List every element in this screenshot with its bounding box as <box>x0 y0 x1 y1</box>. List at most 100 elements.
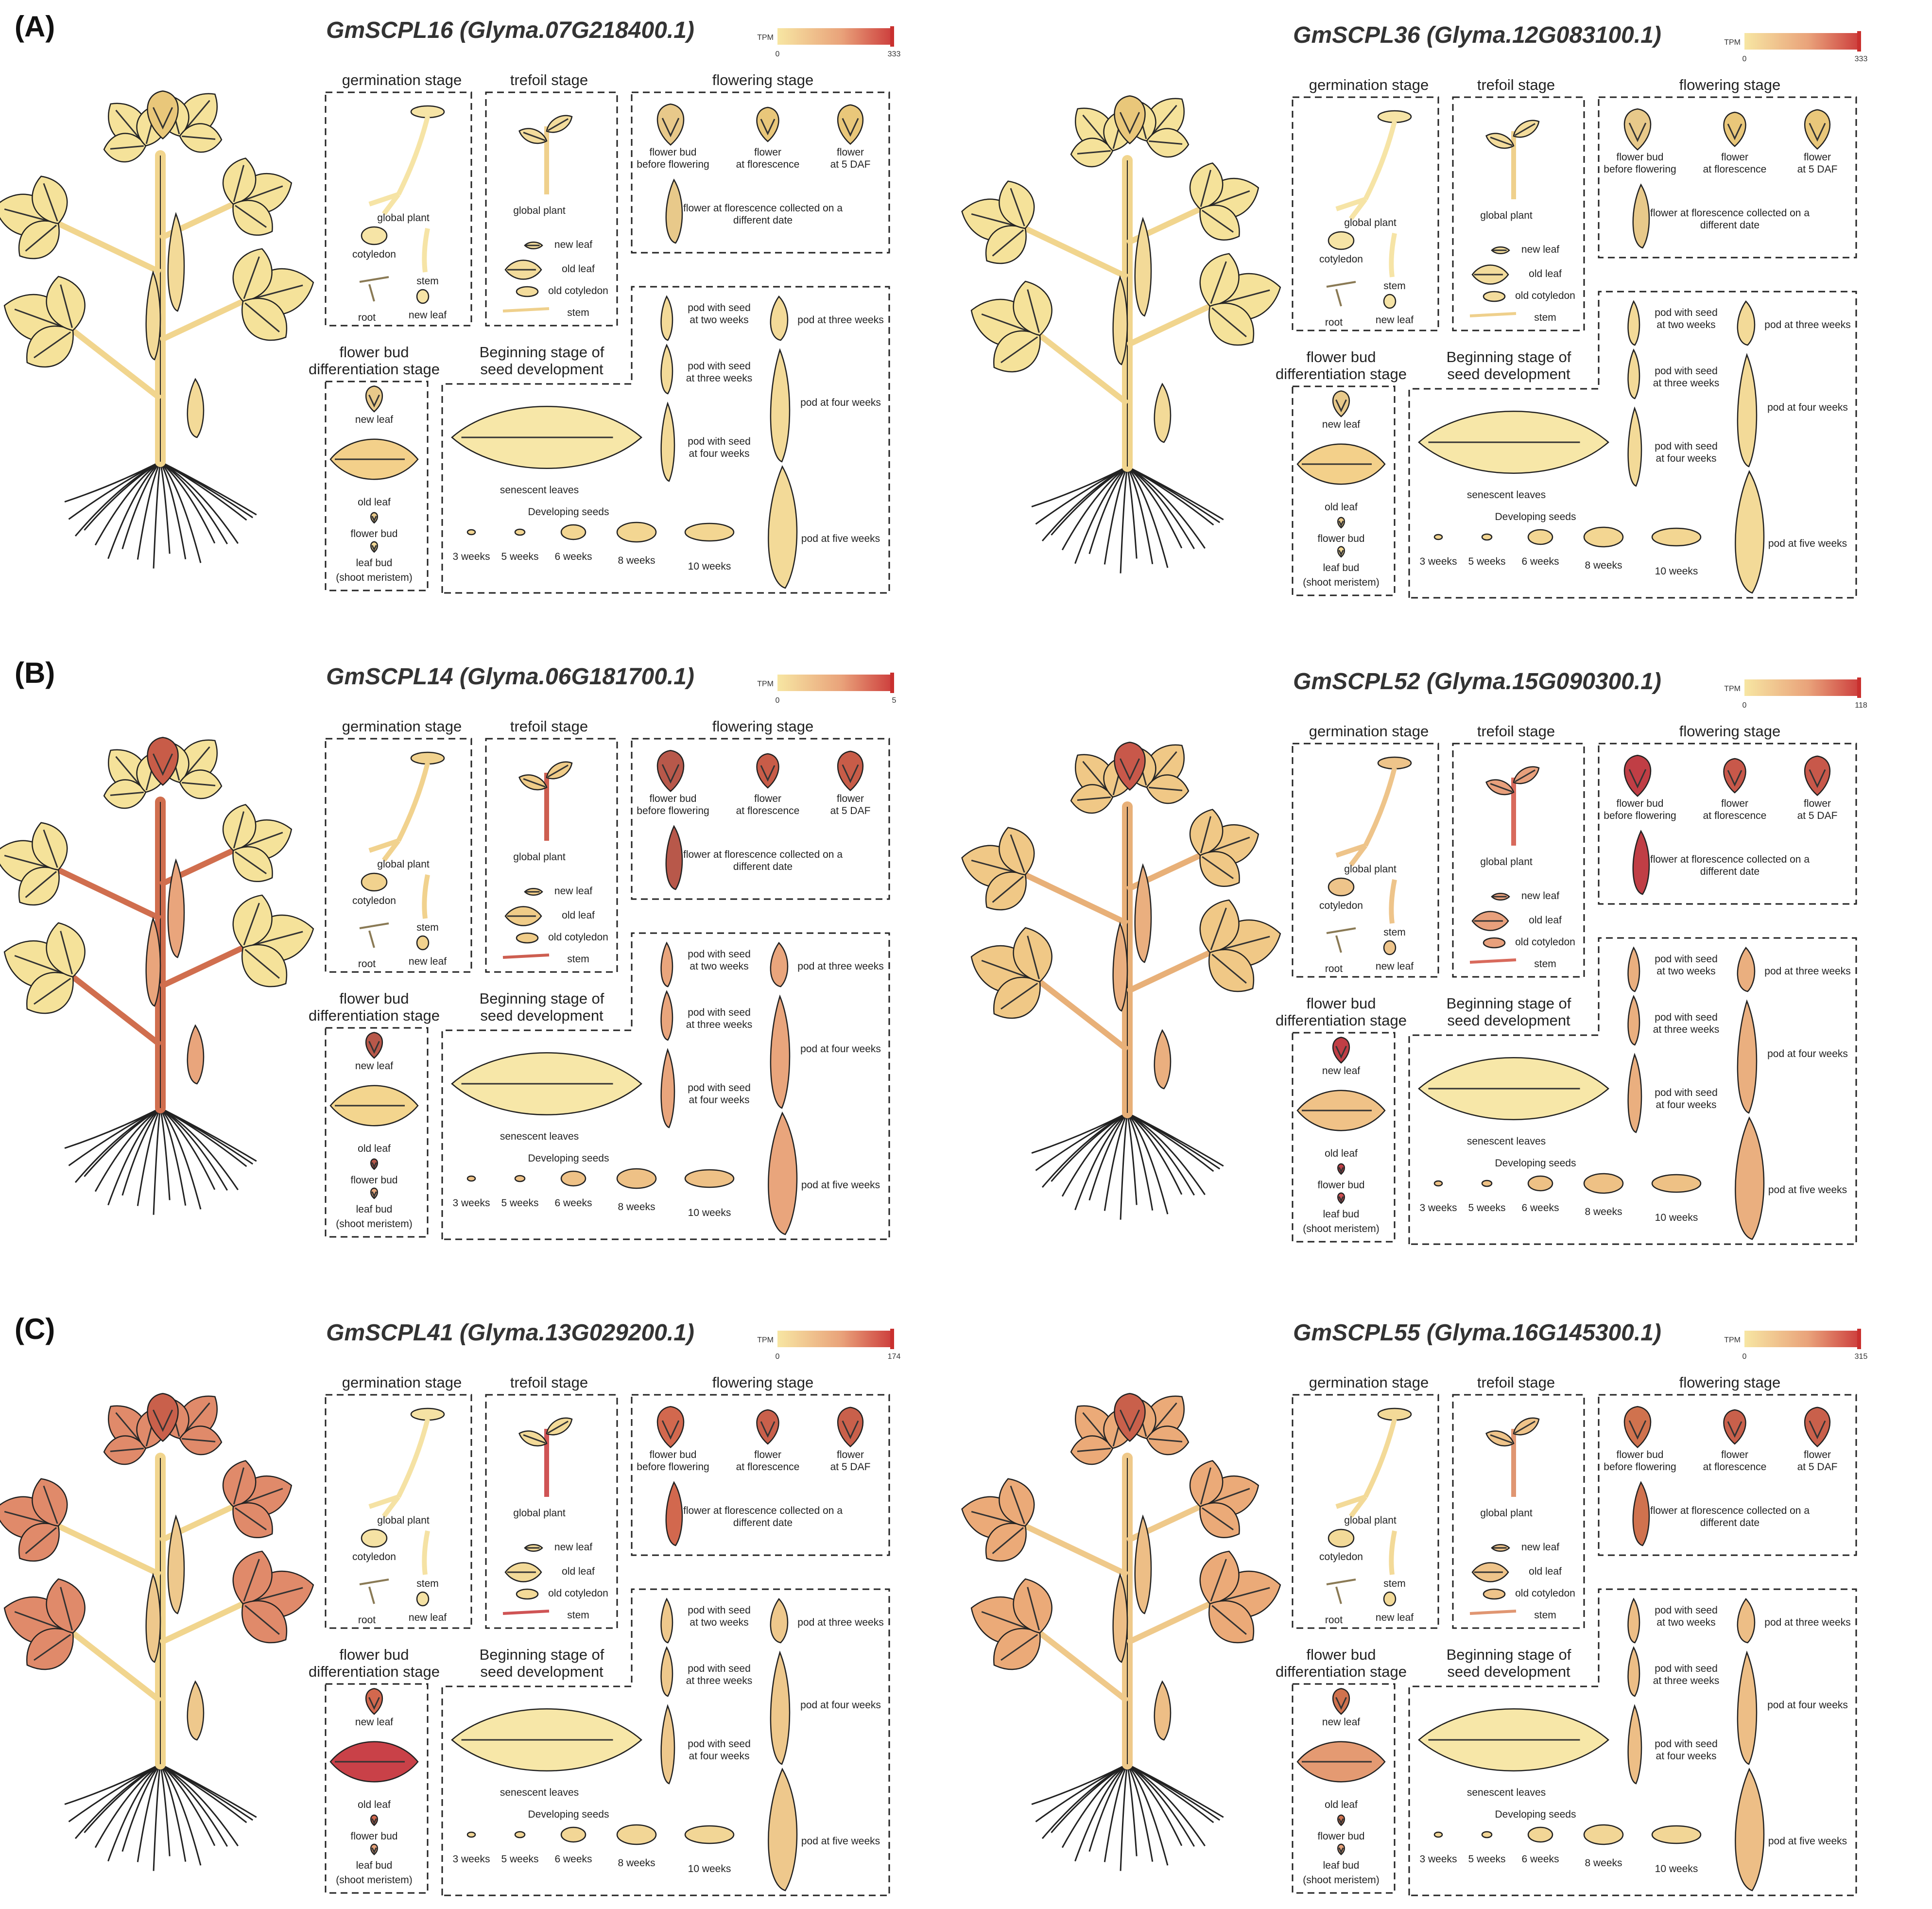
root-strand <box>1031 1112 1128 1154</box>
label-fbd-old-leaf: old leaf <box>358 497 391 508</box>
leaf-left-low-leaflet-left <box>26 325 74 368</box>
label-pod2-1: pod with seed <box>1655 1605 1718 1616</box>
pod-seed-three-weeks <box>1627 1646 1640 1697</box>
flower-different-date-icon <box>1632 830 1650 895</box>
seed-8-weeks <box>1583 1824 1624 1845</box>
gene-name: GmSCPL36 <box>1293 22 1427 48</box>
leaf-left-high-leaflet-right <box>999 1478 1035 1527</box>
label-new-leaf: new leaf <box>1376 314 1414 326</box>
gene-transcript: (Glyma.06G181700.1) <box>460 664 694 690</box>
label-tref-old-cotyledon: old cotyledon <box>1515 290 1575 301</box>
pod-seed-three-weeks <box>1627 995 1640 1046</box>
label-flower-1: flower <box>754 1449 781 1460</box>
leaf-left-low-leaflet-left <box>993 330 1041 373</box>
label-flower-bud-2: before flowering <box>637 1461 709 1473</box>
label-flower5-1: flower <box>837 793 864 804</box>
flower-bud-diff-title-2: differentiation stage <box>1276 365 1407 382</box>
label-seed-8-weeks: 8 weeks <box>618 1857 655 1869</box>
label-pod-three-weeks: pod at three weeks <box>1764 319 1850 330</box>
label-developing-seeds: Developing seeds <box>528 1809 609 1820</box>
seed-dev-title-2: seed development <box>480 361 604 378</box>
gene-title: GmSCPL41 (Glyma.13G029200.1) <box>326 1320 694 1346</box>
pod-seed-three-weeks <box>1627 348 1640 399</box>
germ-new-leaf <box>1383 1591 1397 1607</box>
tref-old-leaf <box>1471 264 1509 285</box>
flower-florescence-icon <box>756 1409 779 1445</box>
seed-10-weeks <box>1651 1825 1702 1844</box>
root-strand <box>159 461 216 544</box>
root-strand <box>1120 1764 1128 1871</box>
tpm-max-tick <box>890 26 894 47</box>
germ-root <box>359 276 389 302</box>
pod-five-weeks <box>768 1768 798 1892</box>
petiole-left-high <box>57 867 162 921</box>
trefoil-title: trefoil stage <box>510 71 588 88</box>
root-strand <box>84 1107 161 1177</box>
gene-title: GmSCPL55 (Glyma.16G145300.1) <box>1293 1320 1661 1346</box>
root-strand <box>1051 466 1128 536</box>
root-strand <box>159 461 187 559</box>
root-strand <box>159 1764 171 1857</box>
label-tref-new-leaf: new leaf <box>1521 1542 1559 1553</box>
label-pod3-2: at three weeks <box>1653 1675 1720 1686</box>
label-tref-old-cotyledon: old cotyledon <box>548 285 608 296</box>
label-seed-5-weeks: 5 weeks <box>501 551 538 562</box>
leaf-left-low-leaflet-left <box>993 976 1041 1019</box>
label-new-leaf: new leaf <box>409 310 447 321</box>
gene-transcript: (Glyma.07G218400.1) <box>460 17 694 43</box>
plant-pod-2 <box>1112 275 1128 365</box>
label-leaf-bud-1: leaf bud <box>1323 562 1360 573</box>
root-strand <box>94 461 161 546</box>
leaf-right-low-leaflet-right <box>242 1600 287 1644</box>
plant-pod-2 <box>145 917 161 1007</box>
root-strand <box>159 461 171 554</box>
seed-10-weeks <box>684 1825 735 1844</box>
plant-pod-1 <box>167 858 185 958</box>
fbd-bud-icon <box>365 1688 383 1715</box>
leaf-left-high-leaflet-right <box>32 175 68 225</box>
germ-stem <box>422 874 430 919</box>
label-leaf-bud-2: (shoot meristem) <box>336 1218 413 1230</box>
label-pod4-1: pod with seed <box>688 436 751 447</box>
label-developing-seeds: Developing seeds <box>1495 1158 1576 1169</box>
label-fbd-flower-bud: flower bud <box>1318 533 1365 544</box>
label-flower-diff-2: different date <box>733 861 793 872</box>
pod-seed-four-weeks <box>1627 1704 1642 1785</box>
label-tref-old-leaf: old leaf <box>1529 915 1562 926</box>
plant-pod-3 <box>187 1680 205 1741</box>
seed-3-weeks <box>466 1175 476 1182</box>
label-senescent: senescent leaves <box>1467 489 1546 501</box>
fbd-flower-bud <box>1337 1163 1345 1175</box>
root-strand <box>1126 466 1169 568</box>
germ-stem <box>1389 1530 1397 1575</box>
pod-seed-two-weeks <box>660 941 673 988</box>
leaf-top-right-leaflet-right <box>1146 128 1190 158</box>
petiole-left-low <box>1038 979 1129 1052</box>
seed-dev-title-2: seed development <box>1447 365 1570 382</box>
germ-root <box>359 922 389 948</box>
label-flower-bud-1: flower bud <box>1617 152 1664 163</box>
germ-new-leaf <box>1383 294 1397 309</box>
label-seed-3-weeks: 3 weeks <box>452 551 490 562</box>
tref-old-cotyledon <box>1483 1588 1506 1600</box>
trefoil-border <box>1452 1394 1585 1629</box>
label-pod-four-weeks: pod at four weeks <box>1767 1048 1848 1059</box>
seed-dev-title-1: Beginning stage of <box>480 990 604 1007</box>
label-tref-stem: stem <box>1534 1610 1556 1621</box>
tpm-label: TPM <box>1724 685 1741 693</box>
leaf-right-low-leaflet-left <box>232 894 273 949</box>
label-pod4-2: at four weeks <box>689 1751 750 1762</box>
label-flower-bud-2: before flowering <box>637 805 709 816</box>
pod-seed-two-weeks <box>660 295 673 341</box>
flowering-border <box>1598 96 1857 259</box>
germ-cotyledon <box>1328 877 1355 897</box>
whole-plant <box>961 742 1281 1220</box>
tpm-label: TPM <box>1724 38 1741 47</box>
label-seed-10-weeks: 10 weeks <box>1655 566 1698 577</box>
